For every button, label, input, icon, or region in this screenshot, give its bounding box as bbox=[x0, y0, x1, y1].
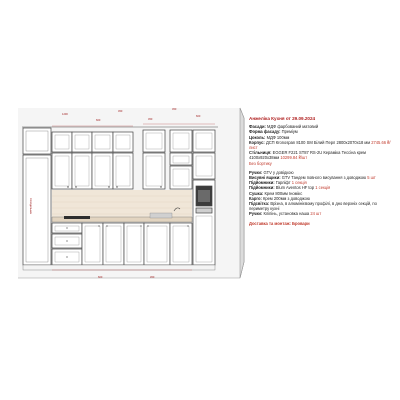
spec-line: Фасади: МДФ фарбований матовий bbox=[249, 124, 397, 129]
hardware-line: Карго: Крем 200мм з доводжою bbox=[249, 196, 397, 201]
plinth bbox=[22, 264, 216, 271]
base-cabinets bbox=[51, 222, 193, 266]
spec-price: 10299.84 ₴/шт bbox=[279, 155, 308, 161]
spec-label: Фасади: bbox=[249, 124, 267, 130]
spec-value: ДСП Кronospan 8100 SM Білий Перл 2800х20… bbox=[265, 139, 371, 145]
hardware-value: Крем 800мм Іномікс bbox=[264, 190, 303, 196]
svg-text:450: 450 bbox=[148, 117, 153, 121]
hardware-value: GTV Тандем повного висування з доводжою bbox=[281, 175, 367, 181]
svg-text:450: 450 bbox=[118, 109, 123, 113]
dimension-labels: 1200 600 450 450 450 600 600 450 bbox=[62, 107, 201, 279]
faucet bbox=[173, 207, 181, 212]
hardware-value: GTV у довідкою bbox=[263, 169, 294, 175]
svg-text:600: 600 bbox=[98, 275, 103, 279]
svg-text:1200: 1200 bbox=[62, 112, 68, 116]
upper-cabinets bbox=[51, 129, 216, 190]
hardware-price: 1 секція bbox=[314, 185, 331, 191]
hardware-line: Ручки: GTV у довідкою bbox=[249, 170, 397, 175]
oven-column bbox=[192, 179, 216, 266]
spec-panel: Анжеліка Кухня от 29.09.2024 Фасади: МДФ… bbox=[249, 116, 397, 226]
hardware-label: Ручки: bbox=[249, 211, 264, 217]
hardware-value: Blum Aventos HF top bbox=[275, 185, 315, 191]
hardware-value: Врізна, в алюмінієвому профілі, в дно ве… bbox=[249, 201, 377, 212]
hardware-line: Висувні ящики: GTV Тандем повного висува… bbox=[249, 175, 397, 180]
spec-line: Без бортику bbox=[249, 161, 397, 166]
hardware-label: Сушка: bbox=[249, 190, 265, 196]
spec-label: Корпус: bbox=[249, 139, 266, 145]
spec-label: Форма фасаду: bbox=[249, 129, 282, 135]
svg-text:600: 600 bbox=[96, 118, 101, 122]
spec-title: Анжеліка Кухня от 29.09.2024 bbox=[249, 116, 316, 121]
hardware-line: Сушка: Крем 800мм Іномікс bbox=[249, 191, 397, 196]
hardware-value: Гарліфт bbox=[275, 180, 291, 186]
spec-line: Стільниця: EGGER F221 ST87 RS-2U Керамік… bbox=[249, 150, 397, 160]
spec-line: Форма фасаду: Преміум bbox=[249, 129, 397, 134]
dimension-lines bbox=[52, 123, 215, 271]
base-panels bbox=[54, 225, 190, 263]
spec-value: Преміум bbox=[281, 129, 298, 135]
backsplash bbox=[52, 190, 192, 217]
base-knobs bbox=[66, 225, 189, 258]
spec-value: Без бортику bbox=[249, 160, 272, 166]
spec-price: 2745.66 ₴/лист bbox=[249, 139, 391, 151]
hardware-label: Ручки: bbox=[249, 169, 264, 175]
hardware-label: Підйомники: bbox=[249, 185, 276, 191]
spec-line: Корпус: ДСП Кronospan 8100 SM Білий Перл… bbox=[249, 140, 397, 150]
sink bbox=[149, 212, 173, 219]
spec-delivery: Доставка та монтаж: Бровари bbox=[249, 220, 310, 226]
hardware-price: 1 секція bbox=[290, 180, 307, 186]
hardware-value: Крем 200мм з доводжою bbox=[262, 195, 310, 201]
spec-value: МДФ фарбований матовий bbox=[267, 124, 319, 130]
upper-knobs bbox=[67, 186, 162, 188]
svg-text:600: 600 bbox=[196, 114, 201, 118]
hardware-label: Підйомники: bbox=[249, 180, 276, 186]
fridge-cabinet bbox=[22, 127, 52, 266]
svg-text:450: 450 bbox=[172, 107, 177, 111]
svg-text:450: 450 bbox=[150, 275, 155, 279]
cooktop bbox=[64, 216, 90, 219]
hardware-line: Підйомники: Blum Aventos HF top 1 секція bbox=[249, 185, 397, 190]
hardware-line: Ручки: Кліпінь, установка наша 24 шт bbox=[249, 211, 397, 216]
spec-line: Цоколь: МДФ 100мм bbox=[249, 135, 397, 140]
hardware-price: 5 шт bbox=[366, 175, 376, 181]
spec-label: Стільниця: bbox=[249, 150, 273, 156]
fridge-label: Холодильник bbox=[29, 198, 33, 215]
hardware-label: Висувні ящики: bbox=[249, 175, 282, 181]
hardware-value: Кліпінь, установка наша bbox=[263, 211, 310, 217]
hardware-line: Підсвітка: Врізна, в алюмінієвому профіл… bbox=[249, 201, 397, 211]
hardware-line: Підйомники: Гарліфт 1 секція bbox=[249, 180, 397, 185]
hardware-price: 24 шт bbox=[309, 211, 322, 217]
spec-value: МДФ 100мм bbox=[266, 134, 290, 140]
hardware-label: Карго: bbox=[249, 195, 263, 201]
hardware-label: Підсвітка: bbox=[249, 201, 271, 207]
upper-panels bbox=[54, 132, 213, 187]
spec-value: EGGER F221 ST87 RS-2U Кераміка Тессіна к… bbox=[249, 150, 366, 161]
spec-label: Цоколь: bbox=[249, 134, 267, 140]
